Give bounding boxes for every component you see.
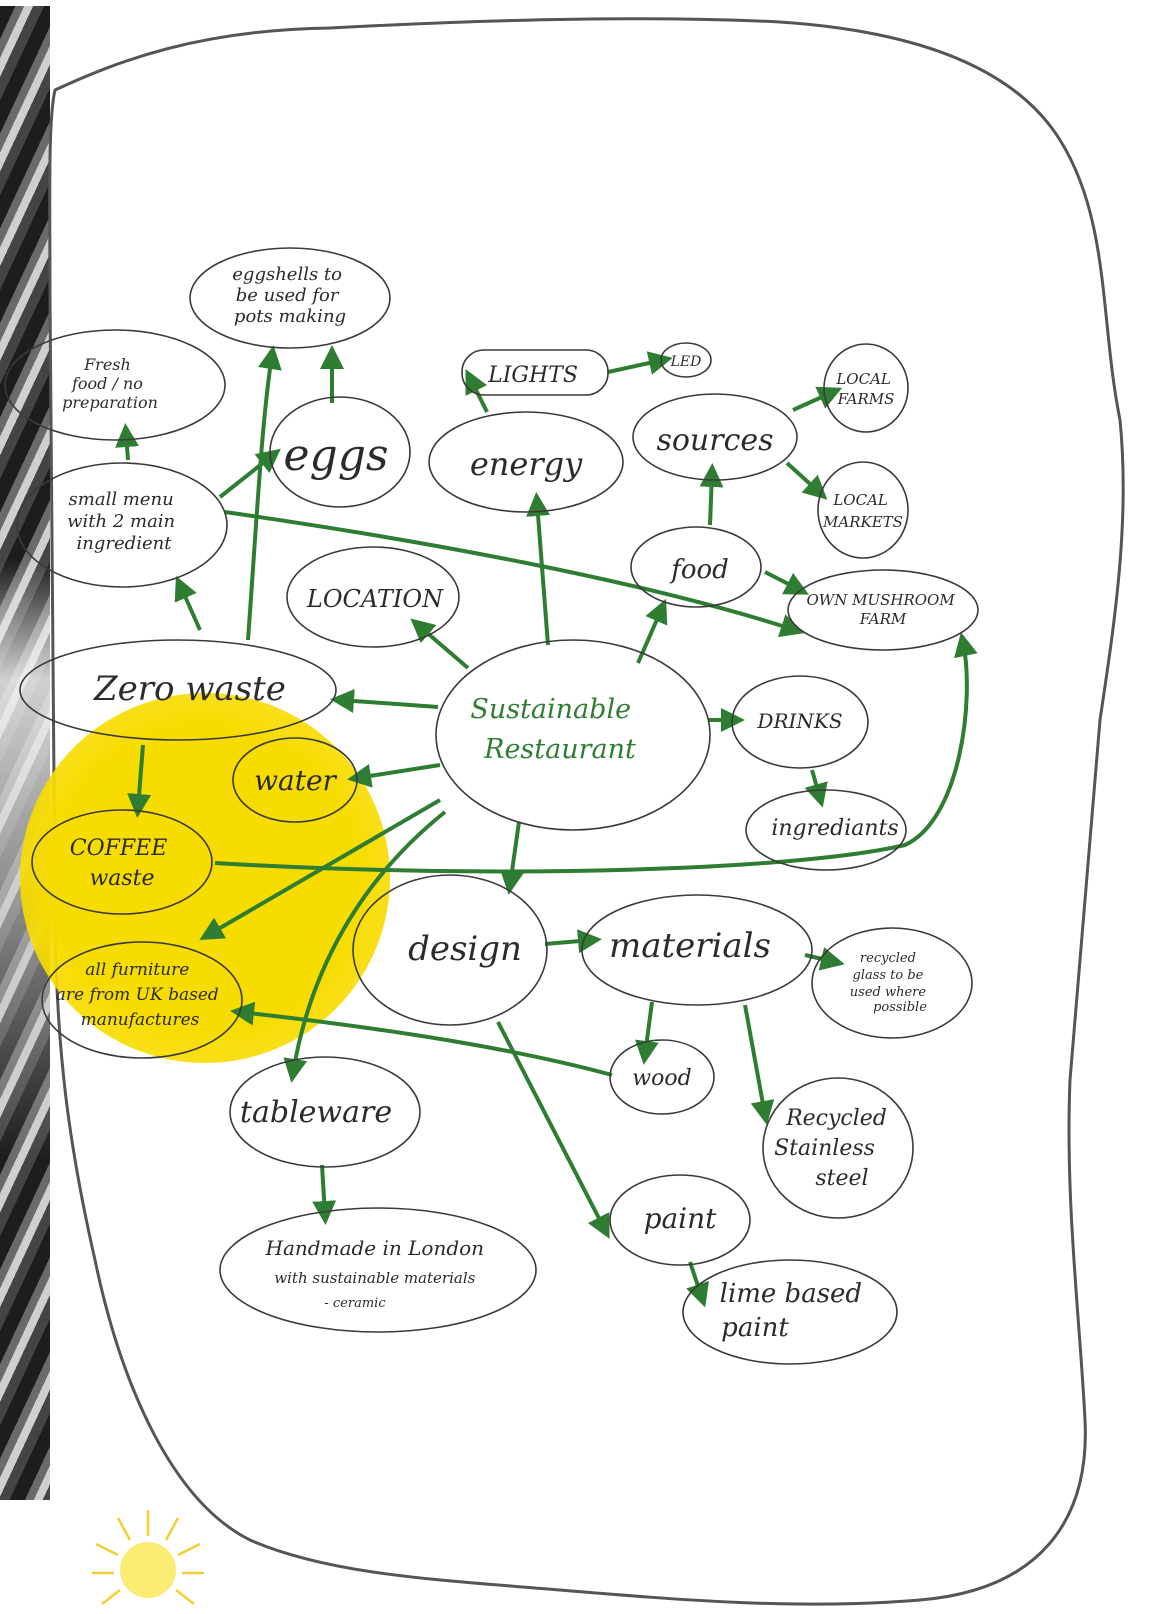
node-mushroom-outline xyxy=(787,569,979,651)
node-water-outline xyxy=(232,737,358,823)
node-food-outline xyxy=(630,526,762,608)
arrow-center-furniture xyxy=(199,798,442,941)
node-lime-paint-outline xyxy=(682,1259,898,1365)
arrow-materials-steel xyxy=(743,1004,775,1125)
center-label: Sustainable Restaurant xyxy=(470,694,639,765)
node-mushroom-label: OWN MUSHROOM FARM xyxy=(807,591,960,628)
node-furniture-label: all furniture are from UK based manufact… xyxy=(56,960,224,1030)
node-eggs-label: eggs xyxy=(284,430,389,481)
node-led-label: LED xyxy=(670,354,702,370)
arrow-zerowaste-eggshells xyxy=(246,345,282,641)
node-steel-label: Recycled Stainless steel xyxy=(774,1106,894,1191)
node-eggshells-label: eggshells to be used for pots making xyxy=(232,264,347,327)
node-design-label: design xyxy=(408,929,522,969)
node-coffee-outline xyxy=(31,809,213,915)
arrow-center-zerowaste xyxy=(330,689,439,713)
node-sources-outline xyxy=(632,393,798,481)
node-glass-label: recycled glass to be used where possible xyxy=(850,951,930,1015)
arrow-coffee-mushroom xyxy=(214,632,978,874)
node-furniture-outline xyxy=(41,941,243,1059)
node-materials-outline xyxy=(581,894,813,1006)
arrow-design-paint xyxy=(496,1021,610,1239)
arrow-center-location xyxy=(410,618,470,670)
node-drinks-label: DRINKS xyxy=(756,709,842,733)
arrow-food-mushroom xyxy=(764,570,809,595)
node-lights-outline xyxy=(461,349,609,396)
node-tableware-label: tableware xyxy=(240,1095,392,1130)
node-wood-label: wood xyxy=(632,1066,691,1091)
node-lime-paint-label: lime based paint xyxy=(720,1279,871,1343)
arrow-tableware-handmade xyxy=(312,1164,337,1225)
node-led-outline xyxy=(660,342,712,378)
node-eggshells-outline xyxy=(189,247,391,349)
arrow-lights-led xyxy=(607,351,673,375)
node-local-farms-label: LOCAL FARMS xyxy=(835,370,895,408)
node-paint-label: paint xyxy=(644,1202,718,1235)
node-small-menu-outline xyxy=(16,462,228,588)
arrow-menu-eggs xyxy=(218,448,281,499)
node-fresh-food-label: Fresh food / no preparation xyxy=(62,355,158,412)
arrow-center-water xyxy=(347,763,441,788)
node-sources-label: sources xyxy=(656,423,773,458)
arrow-menu-fresh xyxy=(115,423,140,461)
arrow-zerowaste-menu xyxy=(174,575,202,631)
arrow-center-design xyxy=(500,821,524,895)
node-lights-label: LIGHTS xyxy=(487,363,578,388)
node-design-outline xyxy=(352,874,548,1026)
node-local-farms-outline xyxy=(823,343,909,433)
node-steel-outline xyxy=(762,1077,914,1219)
node-tableware-outline xyxy=(229,1056,421,1168)
node-fresh-food-outline xyxy=(4,329,226,441)
node-wood-outline xyxy=(609,1039,715,1115)
node-energy-outline xyxy=(428,411,624,513)
node-paint-outline xyxy=(609,1174,751,1266)
arrow-center-energy xyxy=(526,492,551,646)
arrow-wood-furniture xyxy=(230,1001,613,1077)
node-handmade-outline xyxy=(219,1207,537,1333)
arrow-center-tableware xyxy=(283,810,447,1083)
node-small-menu-label: small menu with 2 main ingredient xyxy=(67,489,181,554)
arrow-paint-lime xyxy=(686,1261,709,1308)
node-coffee-label: COFFEE waste xyxy=(70,836,175,891)
node-location-outline xyxy=(286,546,460,648)
node-center-outline xyxy=(435,639,711,831)
arrow-drinks-ingredients xyxy=(804,769,828,808)
arrow-sources-farms xyxy=(792,386,843,412)
arrow-sources-markets xyxy=(785,461,828,500)
node-food-label: food xyxy=(669,555,729,585)
node-ingredients-label: ingrediants xyxy=(771,816,898,841)
node-handmade-label: Handmade in London with sustainable mate… xyxy=(265,1236,491,1311)
node-zero-waste-outline xyxy=(19,639,337,741)
highlight-circle xyxy=(20,693,390,1063)
arrow-center-food xyxy=(636,598,668,664)
node-eggs-outline xyxy=(269,396,411,508)
arrow-menu-mushroom xyxy=(224,510,805,638)
node-materials-label: materials xyxy=(609,926,771,966)
sun-icon xyxy=(92,1510,204,1605)
node-ingredients-outline xyxy=(745,789,907,871)
arrows xyxy=(115,345,978,1308)
node-water-label: water xyxy=(254,764,337,797)
node-local-markets-label: LOCAL MARKETS xyxy=(822,491,903,531)
arrow-food-sources xyxy=(699,463,724,526)
arrow-zerowaste-coffee xyxy=(127,744,152,818)
arrow-materials-wood xyxy=(634,1001,659,1065)
node-energy-label: energy xyxy=(470,445,583,483)
node-drinks-outline xyxy=(731,675,869,769)
node-local-markets-outline xyxy=(817,461,909,559)
node-location-label: LOCATION xyxy=(306,585,444,613)
node-zero-waste-label: Zero waste xyxy=(93,669,286,709)
node-glass-outline xyxy=(811,927,973,1039)
